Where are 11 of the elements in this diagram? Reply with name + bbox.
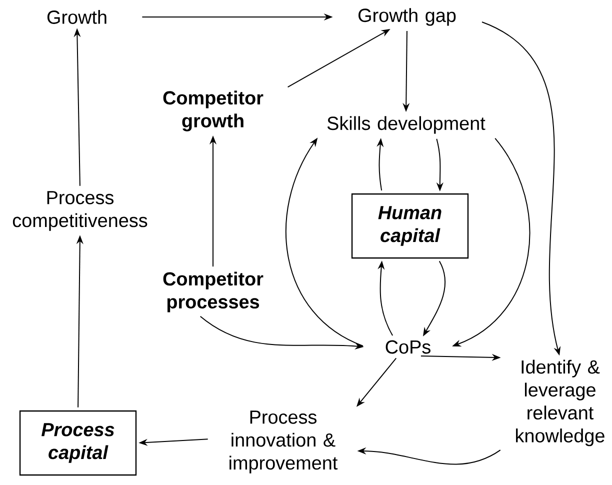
node-label: Skills development	[327, 116, 486, 134]
node-label: Competitor processes	[163, 272, 264, 312]
node-label: Growth	[47, 10, 106, 24]
capital-box: Process capital	[19, 410, 137, 476]
node-label: Identify & leverage relevant knowledge	[516, 360, 604, 446]
node-label: Growth gap	[358, 8, 456, 26]
node-label: Process innovation & improvement	[230, 410, 338, 474]
capital-box: Human capital	[351, 193, 469, 259]
node-label: Competitor growth	[163, 90, 264, 132]
node-label: CoPs	[386, 340, 430, 354]
node-label: Process competitiveness	[12, 191, 148, 231]
